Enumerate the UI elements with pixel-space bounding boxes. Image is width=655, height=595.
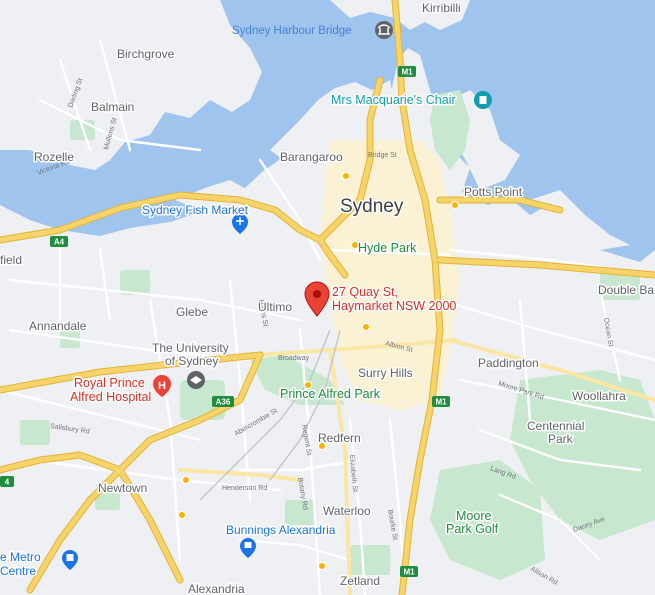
svg-text:M1: M1 [435,398,447,407]
label-birchgrove: Birchgrove [117,47,175,61]
street-elizabeth: Elizabeth St [348,455,358,493]
label-hyde-park: Hyde Park [358,241,417,255]
fish-market-icon [232,214,248,234]
street-bridge: Bridge St [368,152,397,159]
shield-a-west: 4 [0,476,14,487]
label-prince-alfred-park: Prince Alfred Park [280,387,381,401]
label-centennial-1: Centennial [527,419,584,433]
label-potts-point: Potts Point [464,185,523,199]
svg-text:A36: A36 [216,398,231,407]
label-university-1: The University [152,341,229,355]
label-rpa-1: Royal Prince [74,376,145,390]
label-paddington: Paddington [478,356,539,370]
university-icon [187,371,205,389]
shield-a36: A36 [212,396,234,407]
arterial-roads [178,338,655,595]
label-alexandria: Alexandria [188,582,245,595]
svg-text:4: 4 [5,478,10,487]
label-mrs-macquaries: Mrs Macquarie's Chair [331,93,456,107]
highway-shields: M1 M1 M1 A4 A36 4 [0,66,450,577]
street-harris: Harris St [257,299,269,327]
label-metro-2: Centre [0,564,36,578]
label-moore-1: Moore [456,509,491,523]
street-henderson: Henderson Rd [222,485,267,492]
rail-lines [199,329,341,501]
landmark-icon [474,91,492,109]
harbour-bridge-icon [375,21,393,39]
svg-text:M1: M1 [401,68,413,77]
label-surry-hills: Surry Hills [358,366,413,380]
label-sydney: Sydney [340,196,404,217]
transit-dots [178,172,459,570]
label-metro-1: e Metro [0,550,41,564]
label-kirribilli: Kirribilli [422,1,461,15]
marker-address-line1: 27 Quay St, [332,285,398,299]
label-harbour-bridge: Sydney Harbour Bridge [232,25,352,37]
label-rozelle: Rozelle [34,150,74,164]
hospital-icon: H [153,375,171,397]
label-centennial-2: Park [548,432,574,446]
svg-text:A4: A4 [54,238,65,247]
label-ultimo: Ultimo [258,300,292,314]
label-bunnings: Bunnings Alexandria [226,523,336,537]
street-ocean: Ocean St [602,317,614,347]
shield-m1-mid: M1 [432,396,450,407]
label-rpa-2: Alfred Hospital [70,390,151,404]
label-zetland: Zetland [340,574,380,588]
label-field: field [0,253,22,267]
street-broadway: Broadway [278,355,310,362]
label-barangaroo: Barangaroo [280,150,343,164]
location-marker[interactable]: 27 Quay St, Haymarket NSW 2000 [304,281,458,317]
shopping-icon [62,550,78,570]
label-annandale: Annandale [29,319,87,333]
label-woollahra: Woollahra [572,389,626,403]
poi-labels: Sydney Harbour Bridge Mrs Macquarie's Ch… [0,25,586,580]
label-double-bay: Double Ba [598,283,654,297]
label-university-2: of Sydney [165,354,218,368]
label-waterloo: Waterloo [323,504,371,518]
hardware-store-icon [240,538,256,558]
marker-address-line2: Haymarket NSW 2000 [332,299,456,313]
map-pin-icon[interactable] [304,281,330,317]
shield-a4: A4 [50,236,68,247]
label-balmain: Balmain [91,100,134,114]
shield-m1-north: M1 [398,66,416,77]
svg-text:H: H [158,380,166,392]
svg-text:M1: M1 [403,568,415,577]
poi-icons: H [62,21,492,570]
shield-m1-south: M1 [400,566,418,577]
label-fish-market: Sydney Fish Market [142,203,249,217]
label-newtown: Newtown [98,481,147,495]
label-glebe: Glebe [176,305,208,319]
label-redfern: Redfern [318,431,361,445]
label-moore-2: Park Golf [446,522,499,536]
